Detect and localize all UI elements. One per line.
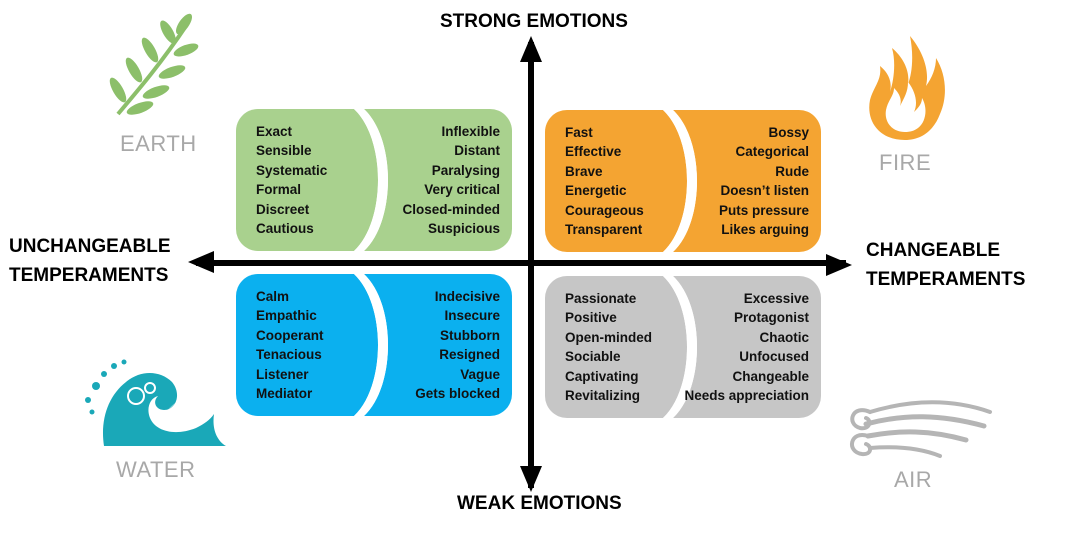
list-item: Rude [775,163,809,179]
quadrant-water: Calm Empathic Cooperant Tenacious Listen… [236,274,512,416]
list-item: Puts pressure [718,202,809,218]
list-item: Discreet [256,201,310,217]
arrow-right-icon [826,254,852,276]
list-item: Changeable [732,368,809,384]
axis-label-left-line2: TEMPERAMENTS [9,265,169,286]
axis-label-top: STRONG EMOTIONS [440,11,628,32]
axis-label-left: UNCHANGEABLE TEMPERAMENTS [9,232,171,290]
list-item: Sensible [256,143,312,159]
panel-separator [354,274,388,416]
list-item: Protagonist [733,310,809,326]
list-item: Vague [460,366,500,382]
list-item: Listener [256,366,309,382]
leaf-branch-icon [109,13,199,116]
list-item: Insecure [444,308,500,324]
list-item: Cooperant [256,327,324,343]
quadrant-fire: Fast Effective Brave Energetic Courageou… [545,110,821,252]
list-item: Very critical [424,182,500,198]
panel-separator [354,109,388,251]
quadrant-air-positive-list: Passionate Positive Open-minded Sociable… [565,289,652,405]
quadrant-earth: Exact Sensible Systematic Formal Discree… [236,109,512,251]
flame-icon [869,36,945,140]
list-item: Bossy [768,125,809,140]
list-item: Sociable [565,349,621,365]
list-item: Excessive [743,291,809,306]
quadrant-earth-left-panel [236,109,512,251]
list-item: Gets blocked [415,386,500,402]
list-item: Likes arguing [721,222,809,238]
list-item: Brave [565,163,603,179]
axis-label-right-line1: CHANGEABLE [866,240,1001,261]
element-name-fire: FIRE [879,150,932,175]
quadrant-air-negative-list: Excessive Protagonist Chaotic Unfocused … [684,289,809,405]
list-item: Revitalizing [565,388,641,404]
list-item: Passionate [565,291,637,306]
list-item: Positive [565,310,617,326]
wind-icon [850,400,992,458]
list-item: Stubborn [440,327,500,343]
list-item: Mediator [256,386,313,402]
list-item: Fast [565,125,593,140]
list-item: Distant [454,143,500,159]
list-item: Formal [256,182,302,198]
list-item: Inflexible [441,124,500,139]
list-item: Indecisive [434,289,500,304]
list-item: Cautious [256,221,314,237]
list-item: Open-minded [565,329,652,345]
list-item: Exact [256,124,293,139]
list-item: Doesn’t listen [720,183,809,199]
list-item: Calm [256,289,290,304]
quadrant-earth-negative-list: Inflexible Distant Paralysing Very criti… [402,122,500,238]
quadrant-water-negative-list: Indecisive Insecure Stubborn Resigned Va… [415,287,500,403]
list-item: Systematic [256,162,328,178]
element-name-water: WATER [116,457,196,482]
quadrant-water-panel [236,274,512,416]
wave-icon [85,359,226,446]
arrow-left-icon [188,251,214,273]
quadrant-air: Passionate Positive Open-minded Sociable… [545,276,821,418]
list-item: Empathic [256,308,317,324]
list-item: Captivating [565,368,639,384]
list-item: Resigned [439,347,500,363]
panel-separator [663,276,697,418]
axis-label-right: CHANGEABLE TEMPERAMENTS [866,236,1025,294]
list-item: Unfocused [739,349,809,365]
quadrant-air-panel [545,276,821,418]
axis-label-bottom: WEAK EMOTIONS [457,493,622,514]
list-item: Paralysing [431,162,500,178]
list-item: Tenacious [256,347,322,363]
quadrant-water-positive-list: Calm Empathic Cooperant Tenacious Listen… [256,287,324,403]
list-item: Closed-minded [402,201,500,217]
list-item: Energetic [565,183,627,199]
arrow-up-icon [520,36,542,62]
axis-label-right-line2: TEMPERAMENTS [866,269,1026,290]
list-item: Effective [565,144,622,160]
quadrant-fire-positive-list: Fast Effective Brave Energetic Courageou… [565,123,644,239]
axis-label-left-line1: UNCHANGEABLE [9,236,171,257]
element-name-air: AIR [894,467,933,492]
list-item: Categorical [735,144,809,160]
list-item: Suspicious [427,221,500,237]
list-item: Courageous [565,202,644,218]
quadrant-fire-negative-list: Bossy Categorical Rude Doesn’t listen Pu… [719,123,809,239]
quadrant-earth-positive-list: Exact Sensible Systematic Formal Discree… [256,122,327,238]
element-name-earth: EARTH [120,131,197,156]
panel-separator [663,110,697,252]
arrow-down-icon [520,466,542,492]
list-item: Needs appreciation [684,388,809,404]
quadrant-fire-panel [545,110,821,252]
list-item: Transparent [565,222,643,238]
list-item: Chaotic [759,329,809,345]
